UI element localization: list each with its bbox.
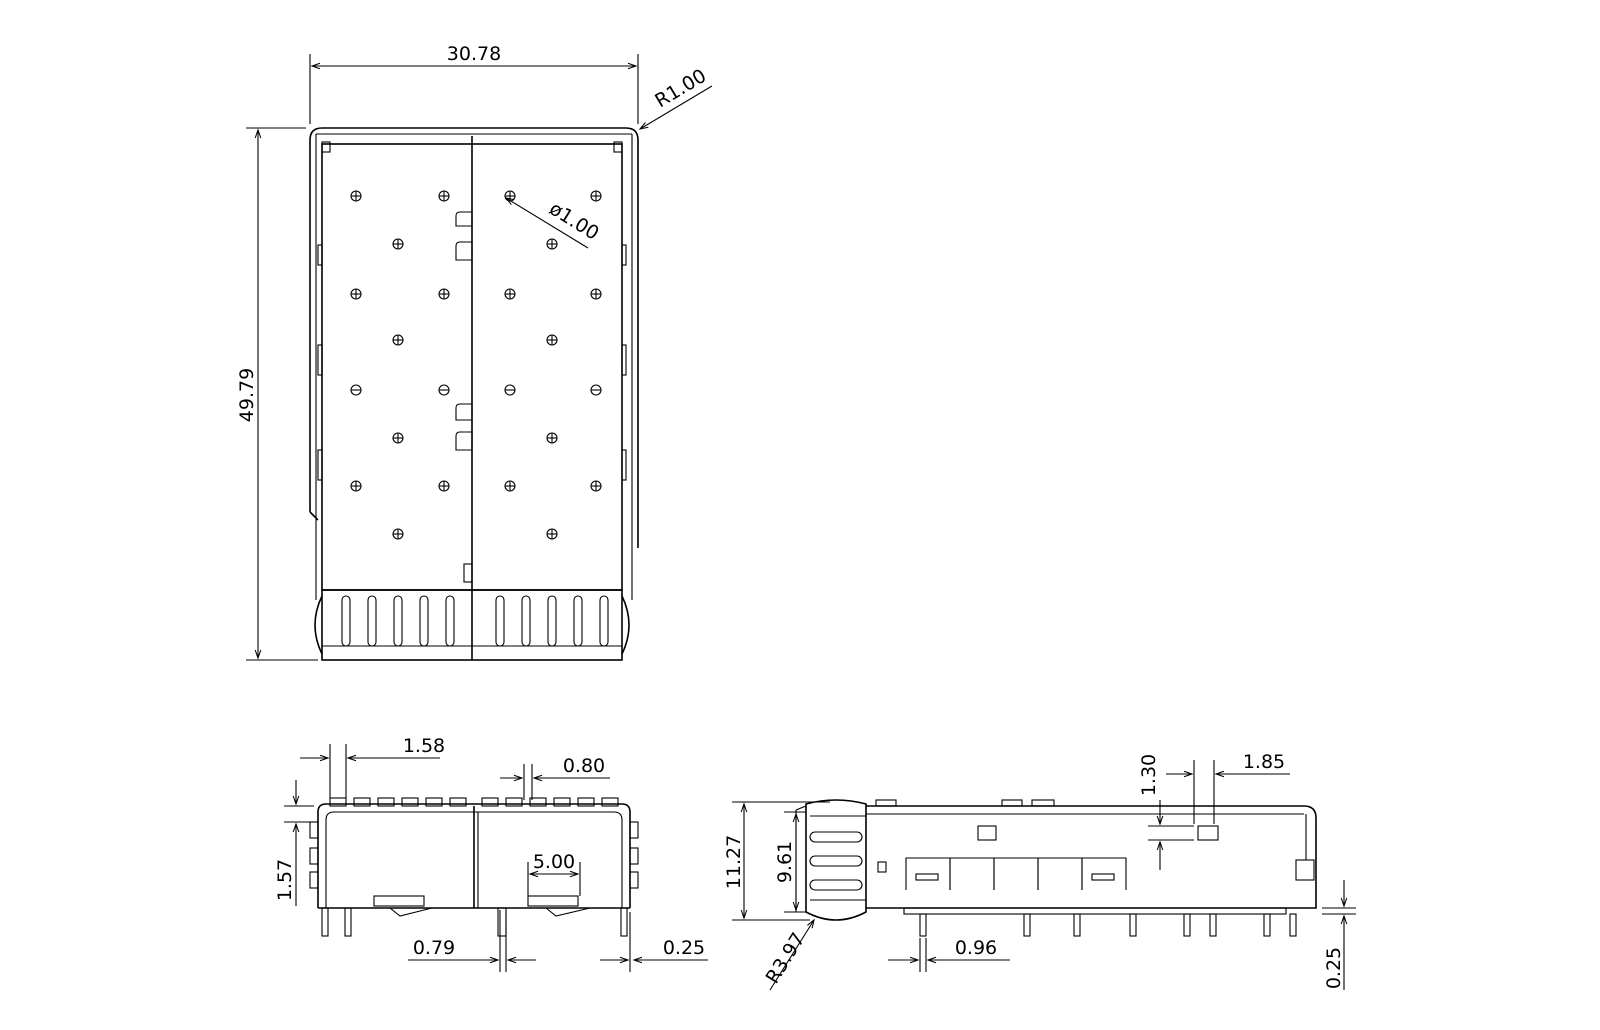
top-tab	[425, 797, 443, 807]
top-view-bezel	[321, 589, 623, 661]
dim-tab-height: 1.57	[274, 859, 296, 901]
front-view-outline	[317, 803, 631, 908]
dim-tab-width: 1.58	[403, 735, 445, 757]
dim-side-thickness: 0.25	[1323, 947, 1345, 989]
top-tab	[553, 797, 571, 807]
side-view-bezel	[805, 799, 867, 921]
top-tab	[329, 797, 347, 807]
vent-holes	[350, 190, 602, 540]
front-view-dimensions: 1.58 0.80 1.57 5.00 0.79 0.25	[274, 735, 708, 972]
top-tab	[353, 797, 371, 807]
dim-slot-height: 1.30	[1138, 754, 1160, 796]
top-tab	[577, 797, 595, 807]
front-view	[309, 797, 639, 937]
top-tab	[401, 797, 419, 807]
top-tab	[481, 797, 499, 807]
dim-bezel-radius: R3.97	[762, 929, 810, 988]
top-view	[309, 127, 639, 661]
dim-slot-width: 1.85	[1243, 751, 1285, 773]
front-view-top-tabs	[329, 797, 619, 807]
dim-overall-height: 11.27	[723, 835, 745, 889]
dim-inner-height: 9.61	[774, 841, 796, 883]
top-tab	[377, 797, 395, 807]
bezel-slots	[341, 595, 609, 647]
side-view	[795, 799, 1317, 937]
dim-hole-diameter: ø1.00	[545, 198, 602, 245]
top-tab	[449, 797, 467, 807]
dim-side-pin-width: 0.96	[955, 937, 997, 959]
side-view-outline	[866, 805, 1317, 909]
top-view-dimensions: 30.78 49.79 R1.00 ø1.00	[236, 43, 713, 661]
top-view-outline	[309, 127, 639, 548]
dim-latch-width: 5.00	[533, 851, 575, 873]
top-tab	[601, 797, 619, 807]
side-view-dimensions: 1.85 1.30 11.27 9.61 R3.97 0.96 0.25	[723, 751, 1356, 991]
dim-wall-thickness: 0.25	[663, 937, 705, 959]
dim-pin-width: 0.79	[413, 937, 455, 959]
dim-width: 30.78	[447, 43, 501, 65]
dim-height: 49.79	[236, 368, 258, 422]
dim-tab-gap: 0.80	[563, 755, 605, 777]
top-tab	[505, 797, 523, 807]
top-tab	[529, 797, 547, 807]
